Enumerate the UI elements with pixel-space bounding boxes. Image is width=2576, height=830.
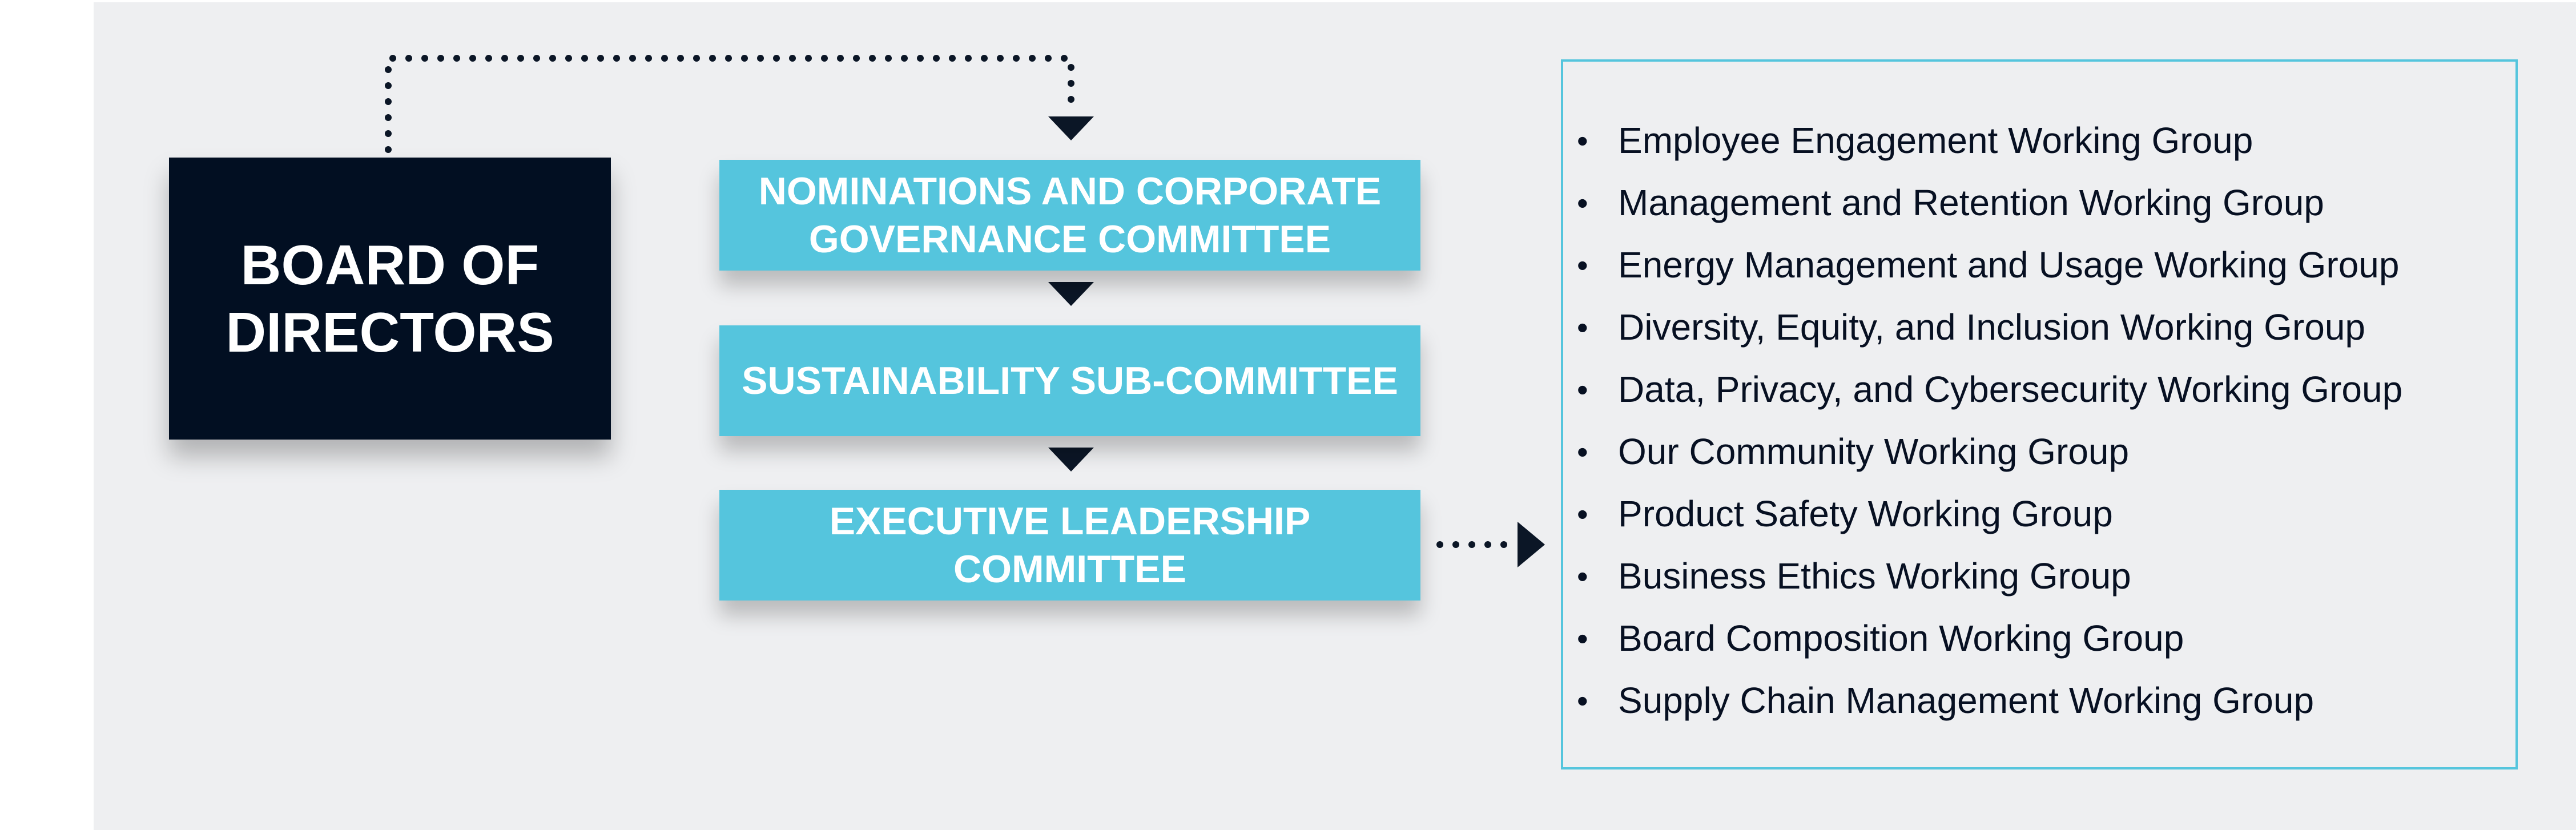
bullet-icon: • — [1577, 558, 1588, 594]
working-group-item: • Supply Chain Management Working Group — [1577, 670, 2402, 732]
committee-label-line2: GOVERNANCE COMMITTEE — [808, 217, 1331, 261]
bullet-icon: • — [1577, 683, 1588, 719]
working-group-label: Energy Management and Usage Working Grou… — [1618, 244, 2400, 285]
working-group-item: • Business Ethics Working Group — [1577, 545, 2402, 607]
working-group-label: Supply Chain Management Working Group — [1618, 680, 2315, 721]
bullet-icon: • — [1577, 309, 1588, 345]
bullet-icon: • — [1577, 123, 1588, 159]
committee-label-line2: COMMITTEE — [953, 547, 1186, 591]
working-group-label: Product Safety Working Group — [1618, 493, 2113, 534]
working-groups-list: • Employee Engagement Working Group • Mana… — [1577, 110, 2403, 732]
executive-leadership-committee-box: EXECUTIVE LEADERSHIP COMMITTEE — [719, 490, 1420, 601]
bullet-icon: • — [1577, 372, 1588, 408]
working-group-label: Data, Privacy, and Cybersecurity Working… — [1618, 369, 2403, 410]
committee-label-line1: EXECUTIVE LEADERSHIP — [829, 499, 1311, 543]
working-group-label: Diversity, Equity, and Inclusion Working… — [1618, 307, 2365, 348]
committee-label-line1: SUSTAINABILITY SUB-COMMITTEE — [742, 359, 1398, 402]
working-group-item: • Board Composition Working Group — [1577, 607, 2402, 670]
bullet-icon: • — [1577, 247, 1588, 283]
working-group-item: • Data, Privacy, and Cybersecurity Workin… — [1577, 358, 2403, 421]
working-group-item: • Product Safety Working Group — [1577, 483, 2402, 545]
bullet-icon: • — [1577, 621, 1588, 656]
bullet-icon: • — [1577, 434, 1588, 470]
working-group-label: Our Community Working Group — [1618, 431, 2130, 472]
working-groups-box: • Employee Engagement Working Group • Mana… — [1561, 59, 2518, 769]
working-group-item: • Management and Retention Working Group — [1577, 172, 2402, 234]
board-of-directors-box: BOARD OF DIRECTORS — [169, 158, 611, 440]
working-group-item: • Employee Engagement Working Group — [1577, 110, 2402, 172]
bullet-icon: • — [1577, 496, 1588, 532]
working-group-label: Board Composition Working Group — [1618, 618, 2184, 659]
working-group-label: Management and Retention Working Group — [1618, 182, 2324, 223]
working-group-item: • Our Community Working Group — [1577, 421, 2402, 483]
working-group-item: • Energy Management and Usage Working Gro… — [1577, 234, 2402, 296]
working-group-item: • Diversity, Equity, and Inclusion Workin… — [1577, 296, 2402, 358]
sustainability-sub-committee-box: SUSTAINABILITY SUB-COMMITTEE — [719, 325, 1420, 436]
board-title-line2: DIRECTORS — [226, 301, 554, 364]
committee-label-line1: NOMINATIONS AND CORPORATE — [758, 170, 1382, 213]
nominations-governance-committee-box: NOMINATIONS AND CORPORATE GOVERNANCE COM… — [719, 160, 1420, 271]
bullet-icon: • — [1577, 185, 1588, 221]
board-title-line1: BOARD OF — [240, 233, 540, 296]
working-group-label: Employee Engagement Working Group — [1618, 120, 2253, 161]
working-group-label: Business Ethics Working Group — [1618, 555, 2131, 597]
